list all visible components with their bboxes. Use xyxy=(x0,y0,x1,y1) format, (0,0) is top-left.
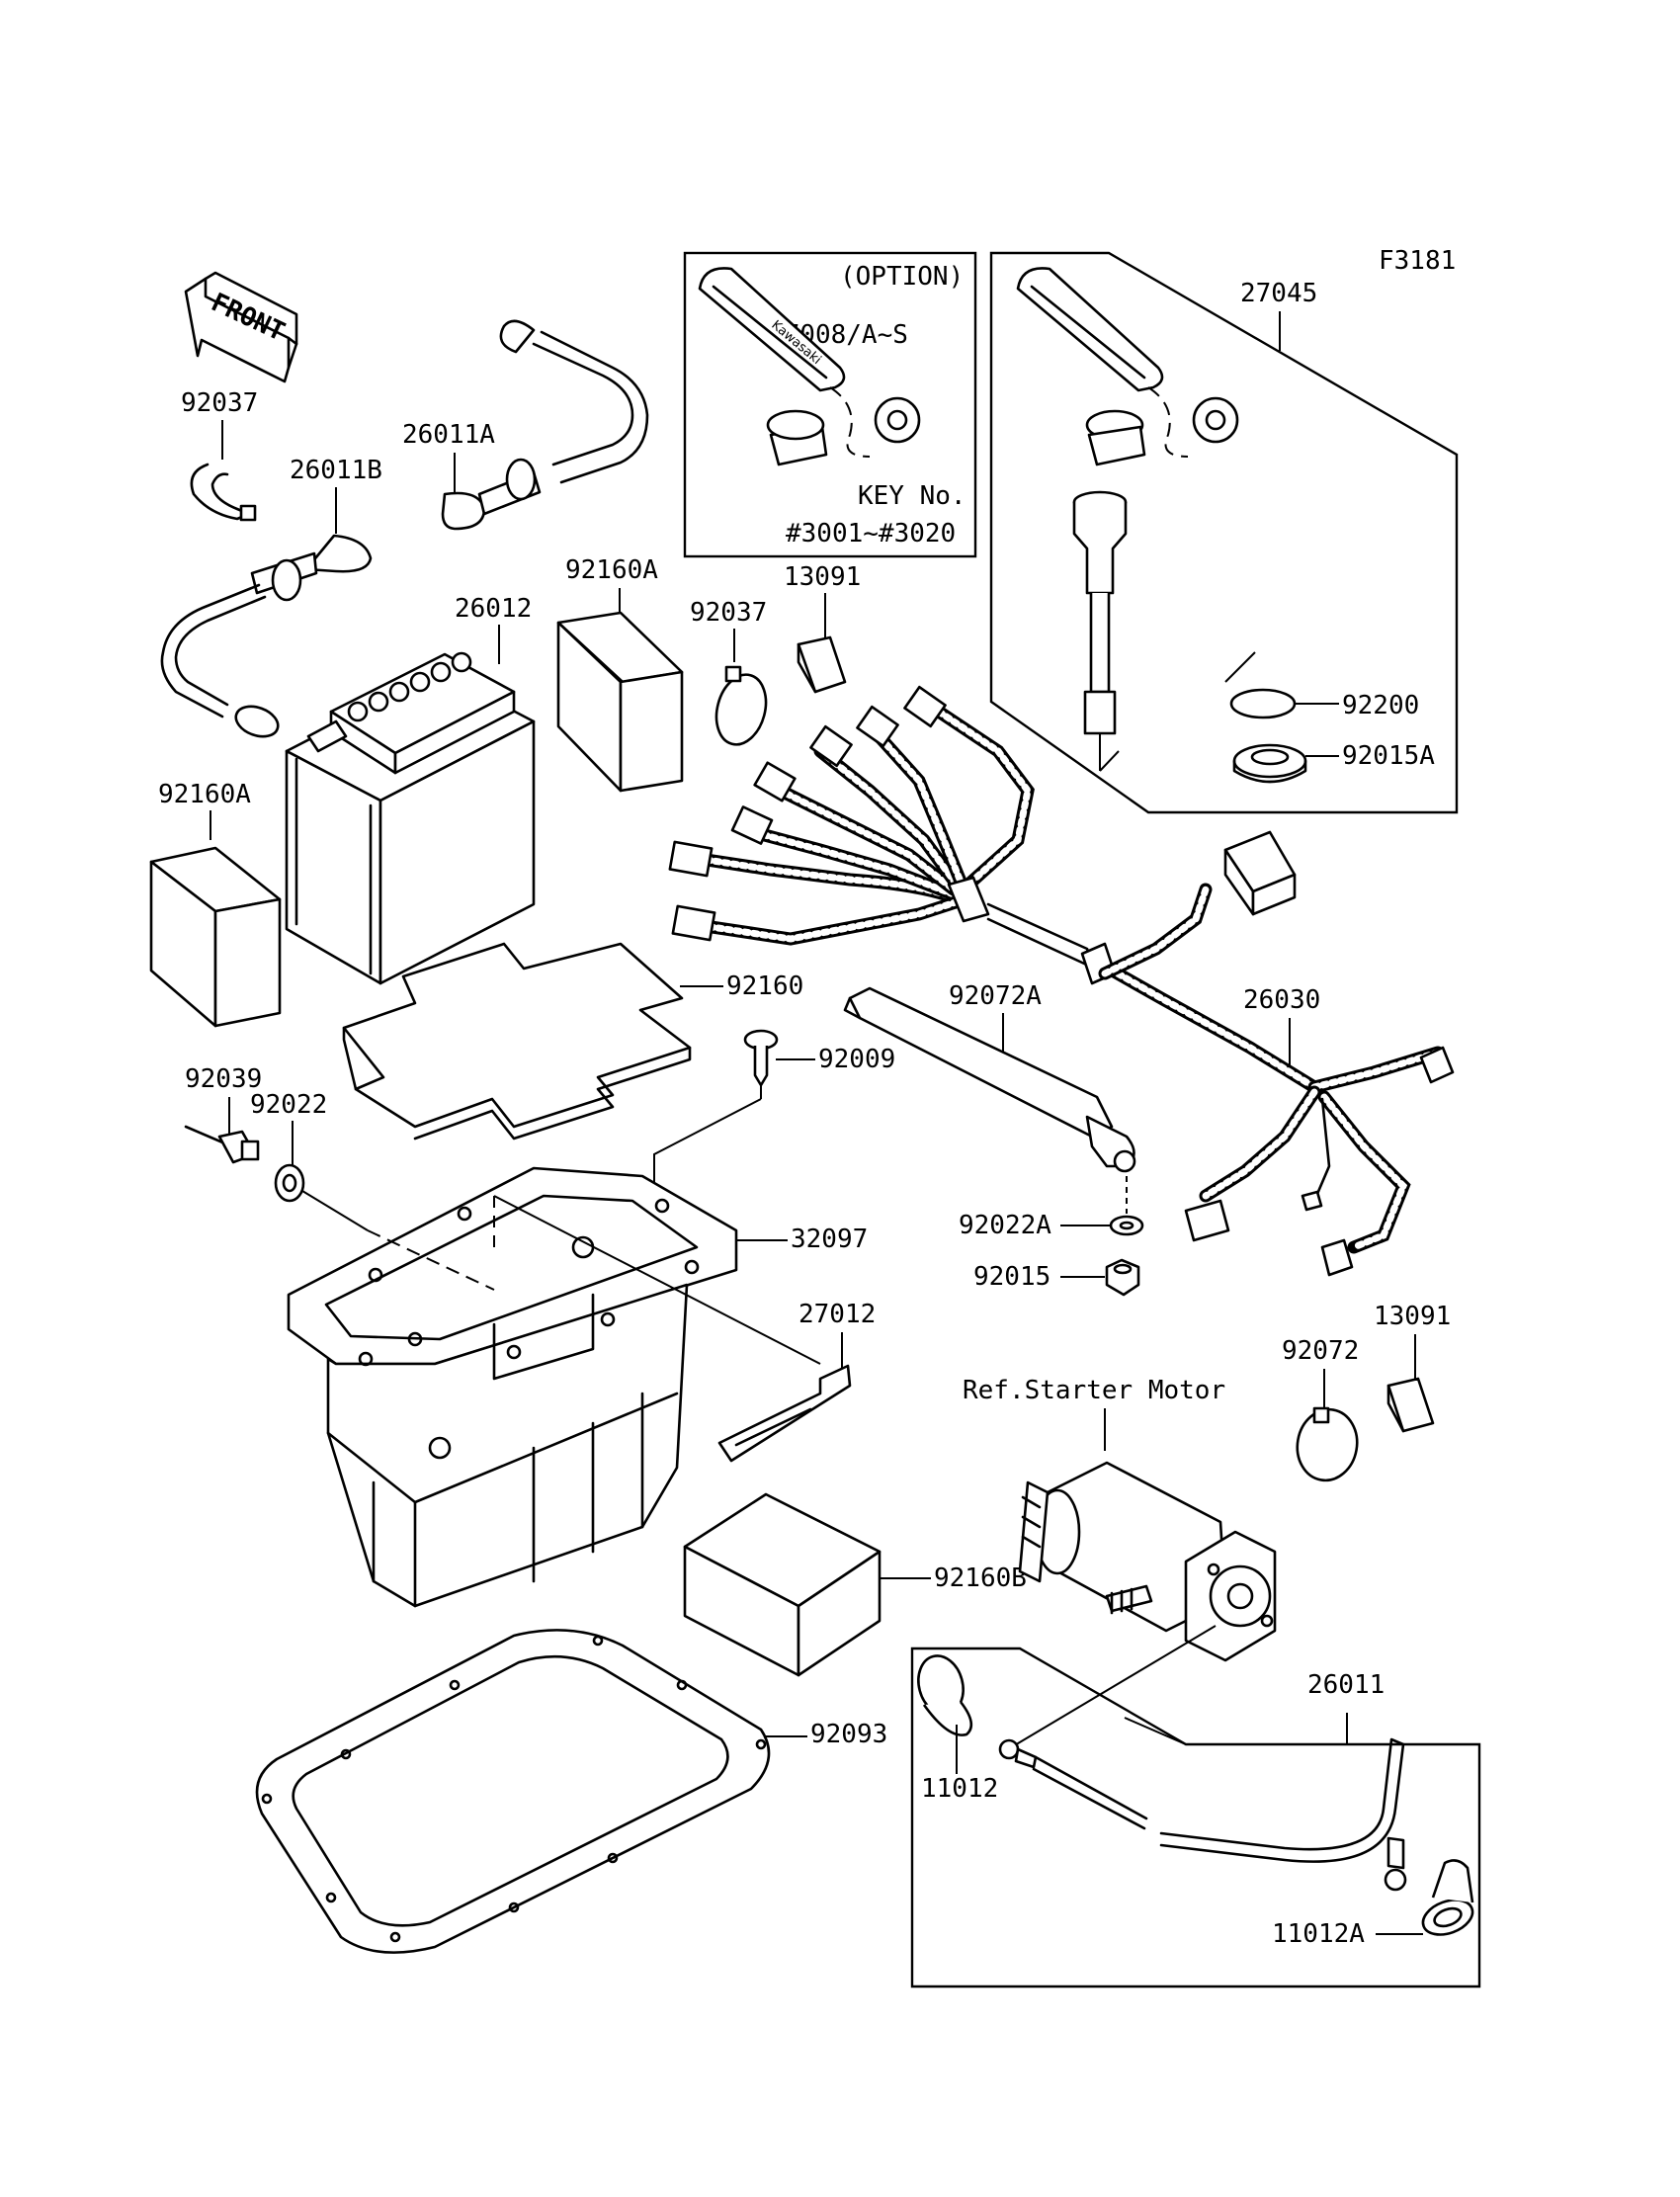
part-label-26011A: 26011A xyxy=(402,420,495,450)
part-label-27012: 27012 xyxy=(798,1300,876,1329)
pad-92160A-left-icon xyxy=(149,846,282,1028)
starter-motor-icon xyxy=(1018,1461,1277,1662)
front-arrow-icon: FRONT xyxy=(184,271,298,383)
option-box: (OPTION) 27008/A~S KEY No. #3001~#3020 K… xyxy=(683,251,977,558)
key-range-label: #3001~#3020 xyxy=(786,519,956,549)
ref-starter-motor-note: Ref.Starter Motor xyxy=(963,1376,1225,1405)
key-no-label: KEY No. xyxy=(858,481,966,511)
part-label-92072: 92072 xyxy=(1282,1336,1359,1366)
part-label-92022: 92022 xyxy=(250,1090,327,1120)
part-label-92037-mid: 92037 xyxy=(690,598,767,628)
ignition-switch-box: 27045 92200 92015A xyxy=(989,251,1459,814)
cable-26011-icon xyxy=(998,1737,1407,1892)
screw-92009-icon xyxy=(743,1029,779,1087)
part-label-92093: 92093 xyxy=(810,1720,887,1749)
part-label-11012A: 11012A xyxy=(1272,1919,1365,1949)
boot-11012A-icon xyxy=(1421,1859,1474,1936)
part-label-92015A: 92015A xyxy=(1342,741,1435,771)
washer-92200-icon xyxy=(1224,651,1297,719)
bracket-27012-icon xyxy=(717,1364,852,1463)
part-label-92160: 92160 xyxy=(726,972,803,1001)
part-label-92160A-top: 92160A xyxy=(565,555,658,585)
pin-92039-icon xyxy=(184,1125,260,1164)
nut-92015-icon xyxy=(1105,1258,1140,1297)
pad-92160A-top-icon xyxy=(556,611,684,793)
band-92072-icon xyxy=(1296,1406,1359,1482)
part-label-26011B: 26011B xyxy=(290,456,382,485)
pad-92160B-icon xyxy=(683,1492,882,1677)
option-title: (OPTION) xyxy=(840,262,964,292)
band-92037-top-icon xyxy=(190,463,257,522)
washer-92022A-icon xyxy=(1109,1215,1144,1236)
clip-13091-right-icon xyxy=(1386,1377,1435,1433)
starter-cable-box: 26011 11012 11012A xyxy=(910,1625,1481,1988)
gasket-92093-icon xyxy=(255,1629,771,1954)
band-92037-mid-icon xyxy=(714,665,768,746)
part-label-27045: 27045 xyxy=(1240,279,1317,308)
ignition-switch-icon xyxy=(1072,490,1128,772)
part-label-92022A: 92022A xyxy=(959,1211,1051,1240)
cable-26011A-icon xyxy=(441,319,649,531)
cable-26011B-icon xyxy=(160,534,373,738)
part-label-32097: 32097 xyxy=(791,1225,868,1254)
part-label-26030: 26030 xyxy=(1243,985,1320,1015)
part-label-26011: 26011 xyxy=(1307,1670,1385,1700)
part-label-92200: 92200 xyxy=(1342,691,1419,720)
part-label-11012: 11012 xyxy=(921,1774,998,1804)
battery-26012-icon xyxy=(285,651,536,985)
part-label-92160B: 92160B xyxy=(934,1563,1027,1593)
part-label-13091-top: 13091 xyxy=(784,562,861,592)
key-fob-icon: Kawasaki xyxy=(698,267,921,466)
part-label-92015: 92015 xyxy=(973,1262,1050,1292)
part-label-92009: 92009 xyxy=(818,1045,895,1074)
part-label-92037-top: 92037 xyxy=(181,388,258,418)
part-label-13091-right: 13091 xyxy=(1374,1302,1451,1331)
drawing-code: F3181 xyxy=(1379,246,1456,276)
nut-92015A-icon xyxy=(1232,743,1307,784)
boot-11012-icon xyxy=(917,1654,973,1736)
battery-case-32097-icon xyxy=(287,1166,738,1608)
part-label-92072A: 92072A xyxy=(949,981,1042,1011)
strap-92072A-icon xyxy=(843,986,1136,1173)
clip-13091-top-icon xyxy=(797,635,847,694)
part-label-92039: 92039 xyxy=(185,1064,262,1094)
washer-92022-icon xyxy=(274,1163,305,1203)
part-label-92160A-left: 92160A xyxy=(158,780,251,809)
key-fob-2-icon xyxy=(1016,267,1239,466)
part-label-26012: 26012 xyxy=(455,594,532,624)
wiring-harness-26030-icon xyxy=(668,685,1455,1277)
pad-92160-icon xyxy=(342,942,692,1141)
